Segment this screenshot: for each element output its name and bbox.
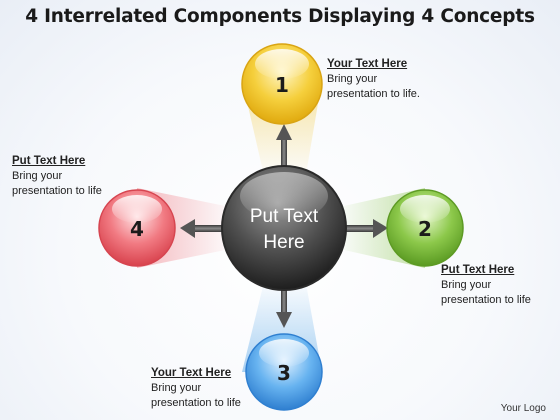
arrow-up-icon <box>276 124 292 168</box>
center-hub-line-2: Here <box>263 232 304 253</box>
callout-2: Put Text Here Bring your presentation to… <box>441 263 551 308</box>
node-1: 1 <box>241 43 323 125</box>
center-hub: Put Text Here <box>221 165 347 291</box>
callout-1-heading: Your Text Here <box>327 58 408 70</box>
callout-4-body: Bring your presentation to life <box>12 170 102 197</box>
callout-3-heading: Your Text Here <box>151 367 232 379</box>
node-3: 3 <box>245 333 323 411</box>
callout-1: Your Text Here Bring your presentation t… <box>327 57 437 102</box>
callout-3: Your Text Here Bring your presentation t… <box>151 366 261 411</box>
node-1-number: 1 <box>275 73 289 97</box>
callout-1-body: Bring your presentation to life. <box>327 73 420 100</box>
arrow-left-icon <box>180 219 222 238</box>
callout-2-body: Bring your presentation to life <box>441 279 531 306</box>
callout-4: Put Text Here Bring your presentation to… <box>12 154 122 199</box>
node-3-number: 3 <box>277 361 291 385</box>
node-4-number: 4 <box>130 217 144 241</box>
node-2-number: 2 <box>418 217 432 241</box>
arrow-down-icon <box>276 288 292 328</box>
logo-placeholder: Your Logo <box>500 403 546 414</box>
center-hub-line-1: Put Text <box>250 206 319 227</box>
slide-title: 4 Interrelated Components Displaying 4 C… <box>25 6 535 27</box>
node-4: 4 <box>98 189 176 267</box>
callout-3-body: Bring your presentation to life <box>151 382 241 409</box>
arrow-right-icon <box>345 219 388 238</box>
callout-2-heading: Put Text Here <box>441 264 515 276</box>
callout-4-heading: Put Text Here <box>12 155 86 167</box>
node-2: 2 <box>386 189 464 267</box>
